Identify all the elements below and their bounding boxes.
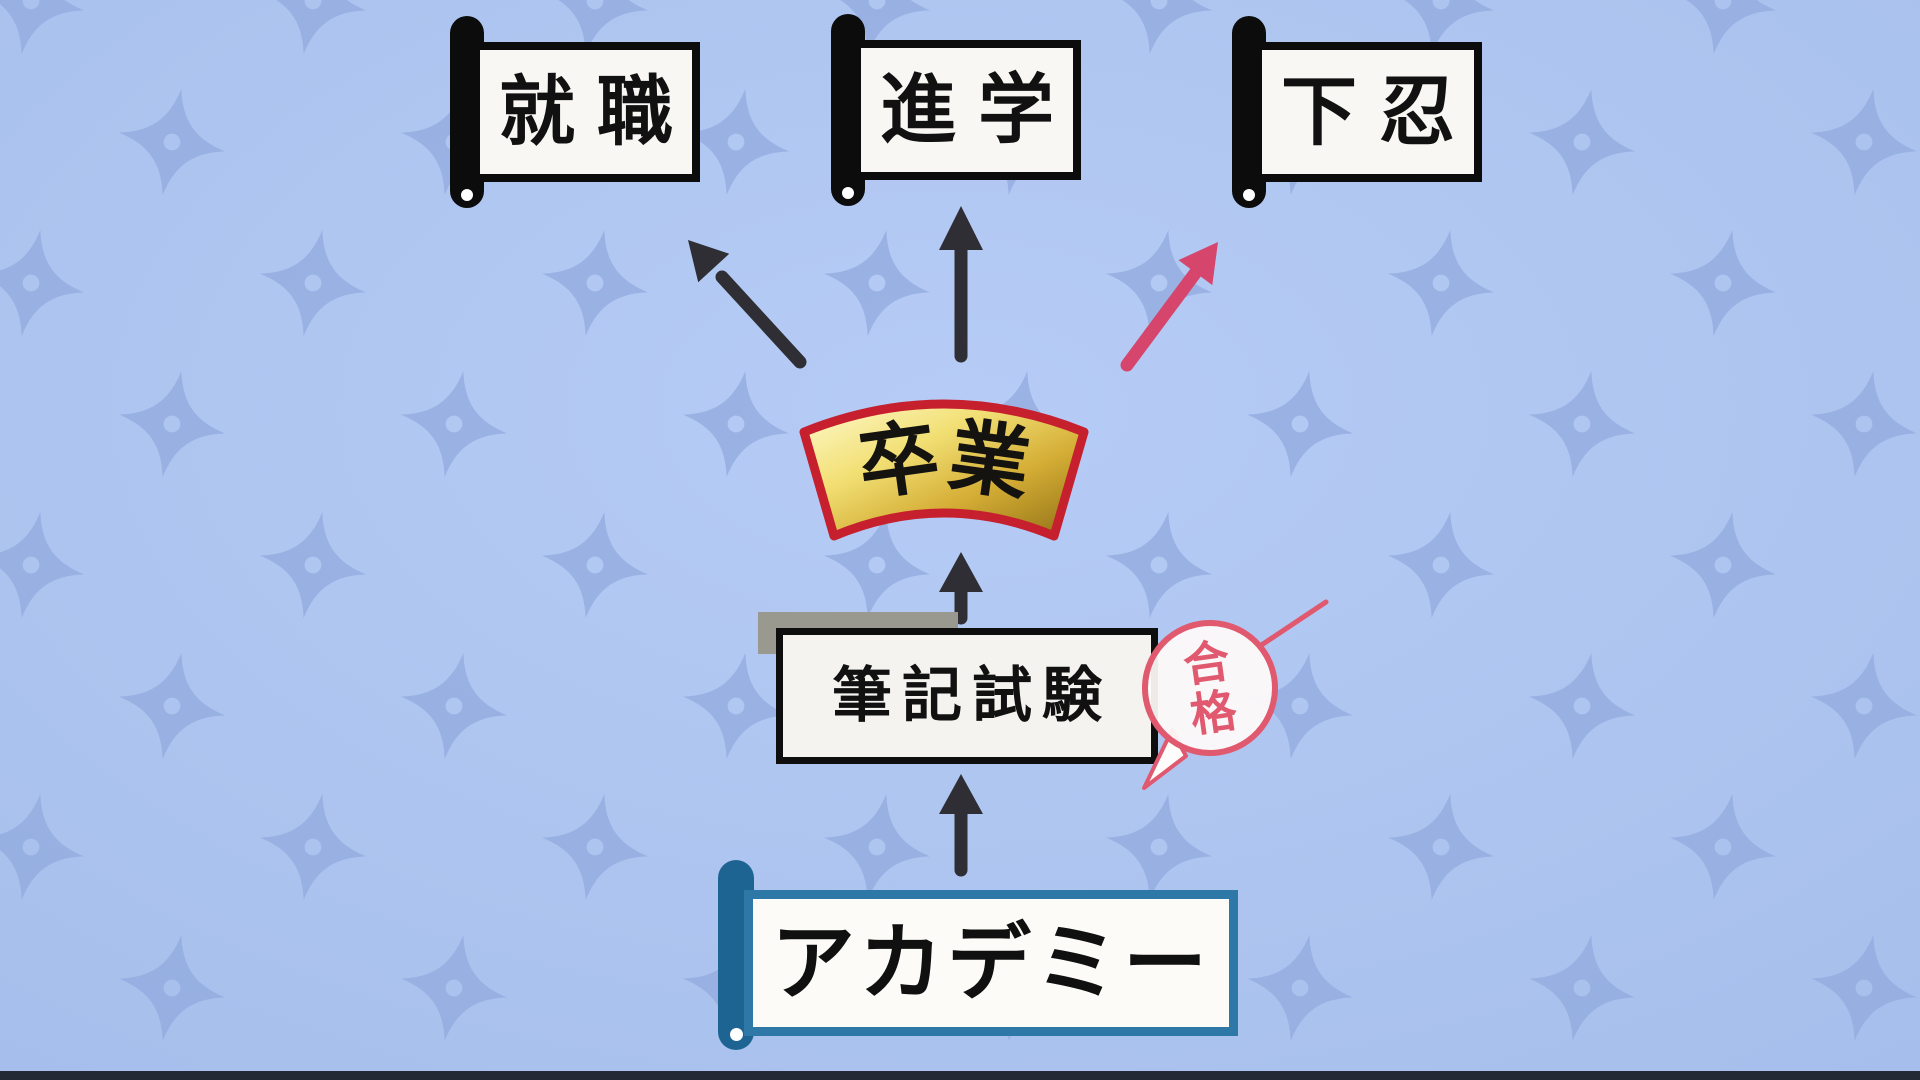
shuriken-icon: [0, 794, 84, 900]
stamp-flick-line: [1257, 599, 1329, 649]
shuriken-icon: [0, 0, 84, 54]
scroll-genin: 下忍: [1232, 16, 1482, 208]
graduation-char-right: 業: [943, 407, 1036, 513]
shuriken-icon: [1529, 89, 1635, 195]
academy-scroll: アカデミー: [718, 860, 1240, 1052]
written-exam-box: 筆記試験: [776, 628, 1158, 764]
shuriken-icon: [260, 794, 366, 900]
shuriken-icon: [542, 512, 648, 618]
stamp-flick-line-icon: [1257, 599, 1329, 649]
shuriken-icon: [119, 935, 225, 1041]
pass-stamp: 合 格: [1133, 611, 1287, 765]
shuriken-icon: [683, 653, 789, 759]
shuriken-icon: [1670, 512, 1776, 618]
shuriken-icon: [824, 230, 930, 336]
shuriken-icon: [1247, 371, 1353, 477]
shuriken-icon: [1247, 935, 1353, 1041]
scroll-employment: 就職: [450, 16, 700, 208]
scroll-paper: 下忍: [1254, 42, 1482, 182]
bottom-edge-bar: [0, 1071, 1920, 1080]
shuriken-icon: [1529, 371, 1635, 477]
shuriken-icon: [683, 89, 789, 195]
scroll-paper: 進学: [853, 40, 1081, 180]
pass-stamp-circle: 合 格: [1133, 611, 1287, 765]
shuriken-icon: [401, 371, 507, 477]
shuriken-icon: [1106, 0, 1212, 54]
shuriken-icon: [0, 512, 84, 618]
shuriken-icon: [824, 512, 930, 618]
shuriken-icon: [1811, 371, 1917, 477]
shuriken-icon: [542, 794, 648, 900]
shuriken-icon: [1670, 230, 1776, 336]
shuriken-icon: [1388, 512, 1494, 618]
academy-label: アカデミー: [770, 913, 1211, 1012]
scroll-roller-dot-icon: [1243, 189, 1255, 201]
graduation-banner: 卒 業: [788, 372, 1100, 558]
shuriken-icon: [683, 371, 789, 477]
gold-banner-shape: [799, 399, 1089, 541]
shuriken-icon: [1811, 653, 1917, 759]
shuriken-icon: [824, 0, 930, 54]
shuriken-icon: [542, 0, 648, 54]
outcome-genin-label: 下忍: [1281, 67, 1477, 156]
shuriken-icon: [260, 512, 366, 618]
shuriken-icon: [1670, 794, 1776, 900]
shuriken-icon: [119, 371, 225, 477]
academy-box: アカデミー: [744, 890, 1238, 1036]
scroll-roller-dot-icon: [842, 187, 854, 199]
shuriken-icon: [1670, 0, 1776, 54]
outcome-employment-label: 就職: [499, 67, 695, 156]
shuriken-icon: [1811, 89, 1917, 195]
graduation-char-left: 卒: [852, 407, 945, 513]
outcome-advancement-label: 進学: [880, 65, 1076, 154]
shuriken-icon: [1388, 0, 1494, 54]
graduation-label: 卒 業: [788, 372, 1100, 558]
scroll-paper: 就職: [472, 42, 700, 182]
scroll-advancement: 進学: [831, 14, 1081, 206]
shuriken-icon: [119, 89, 225, 195]
written-exam-label: 筆記試験: [832, 661, 1112, 731]
shuriken-icon: [1106, 794, 1212, 900]
shuriken-icon: [0, 230, 84, 336]
shuriken-icon: [260, 230, 366, 336]
shuriken-icon: [1811, 935, 1917, 1041]
shuriken-icon: [1106, 512, 1212, 618]
shuriken-icon: [119, 653, 225, 759]
pass-stamp-char-bottom: 格: [1186, 682, 1241, 743]
shuriken-icon: [1529, 653, 1635, 759]
shuriken-icon: [1529, 935, 1635, 1041]
scroll-roller-dot-icon: [461, 189, 473, 201]
shuriken-icon: [1106, 230, 1212, 336]
shuriken-icon: [401, 653, 507, 759]
academy-roller-dot-icon: [730, 1028, 743, 1041]
shuriken-icon: [260, 0, 366, 54]
shuriken-icon: [1388, 230, 1494, 336]
shuriken-icon: [542, 230, 648, 336]
shuriken-icon: [824, 794, 930, 900]
shuriken-icon: [401, 935, 507, 1041]
shuriken-icon: [1388, 794, 1494, 900]
